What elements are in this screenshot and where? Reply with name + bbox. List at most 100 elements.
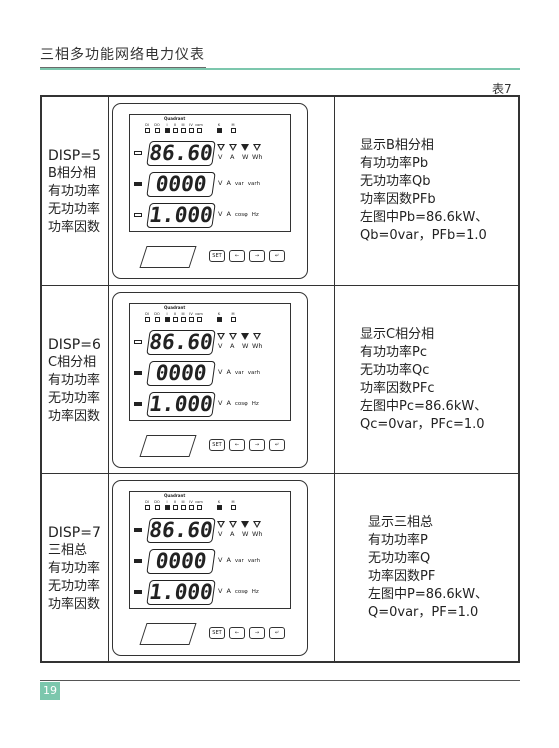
indicator-label: com: [195, 312, 203, 316]
indicator-label: M: [231, 123, 235, 127]
unit-label: V: [218, 210, 223, 218]
indicator-segment: [188, 505, 194, 510]
display-explanation-line: 有功功率P: [368, 533, 428, 548]
indicator: II: [170, 500, 180, 510]
unit-label: cosφ: [234, 589, 248, 595]
indicator-segment: [172, 128, 178, 133]
unit-label: W: [242, 342, 249, 350]
set-button: SET: [209, 627, 225, 639]
lcd-digits: 86.60: [146, 141, 216, 166]
indicator: IV: [186, 500, 196, 510]
triangle-marker-icon: [241, 333, 249, 340]
indicator-segment: [154, 317, 160, 322]
unit-label: A: [226, 210, 231, 218]
indicator-label: com: [195, 500, 203, 504]
unit-label: Wh: [252, 342, 263, 350]
indicator: DI: [142, 500, 152, 510]
mode-description-line: DISP=7: [48, 525, 101, 541]
unit-label: A: [230, 342, 235, 350]
mode-description-line: 有功功率: [48, 373, 101, 388]
display-explanation-line: 显示C相分相: [360, 327, 435, 342]
unit-label: Hz: [251, 589, 259, 595]
right-arrow-button: →: [249, 627, 265, 639]
quadrant-label: Quadrant: [164, 116, 186, 121]
unit-label: A: [226, 368, 231, 376]
indicator-segment: [230, 505, 236, 510]
indicator-label: K: [217, 312, 221, 316]
indicator: K: [214, 312, 224, 322]
column-divider: [334, 286, 335, 473]
display-explanation-line: 显示B相分相: [360, 138, 434, 153]
display-explanation-line: 无功功率Qb: [360, 174, 431, 189]
display-explanation-line: 显示三相总: [368, 515, 434, 530]
mode-description-line: C相分相: [48, 355, 97, 370]
line-selector-mark: [134, 213, 142, 217]
column-divider: [108, 286, 109, 473]
indicator-segment: [216, 505, 222, 510]
lcd-digits: 1.000: [146, 392, 216, 417]
indicator: com: [194, 123, 204, 133]
indicator-segment: [144, 317, 150, 322]
indicator: IV: [186, 123, 196, 133]
indicator: K: [214, 123, 224, 133]
line-selector-mark: [134, 402, 142, 406]
unit-label: varh: [247, 181, 261, 187]
unit-label: V: [218, 587, 223, 595]
indicator-segment: [180, 128, 186, 133]
unit-label: V: [218, 368, 223, 376]
unit-label: V: [218, 556, 223, 564]
unit-label: var: [234, 370, 244, 376]
indicator: com: [194, 500, 204, 510]
set-button: SET: [209, 439, 225, 451]
label-window: [139, 623, 197, 645]
triangle-marker-icon: [217, 144, 225, 151]
lcd-digits: 0000: [146, 172, 216, 197]
indicator-segment: [172, 505, 178, 510]
mode-description-line: DISP=5: [48, 148, 101, 164]
mode-description-line: 无功功率: [48, 202, 101, 217]
indicator-segment: [144, 128, 150, 133]
unit-label: V: [218, 342, 223, 350]
indicator: III: [178, 312, 188, 322]
indicator-label: II: [173, 123, 177, 127]
triangle-marker-icon: [253, 521, 261, 528]
unit-label: cosφ: [234, 401, 248, 407]
mode-description-line: 功率因数: [48, 409, 101, 424]
unit-label: Wh: [252, 530, 263, 538]
indicator-label: K: [217, 123, 221, 127]
lcd-digits: 0000: [146, 549, 216, 574]
indicator: I: [162, 500, 172, 510]
column-divider: [334, 474, 335, 661]
triangle-marker-icon: [217, 521, 225, 528]
quadrant-label: Quadrant: [164, 493, 186, 498]
column-divider: [108, 474, 109, 661]
quadrant-label: Quadrant: [164, 305, 186, 310]
unit-label: var: [234, 558, 244, 564]
indicator-segment: [180, 317, 186, 322]
indicator-label: II: [173, 500, 177, 504]
unit-label: V: [218, 399, 223, 407]
column-divider: [108, 97, 109, 285]
triangle-marker-icon: [253, 144, 261, 151]
line-selector-mark: [134, 151, 142, 155]
display-explanation-line: 功率因数PF: [368, 569, 436, 584]
indicator-label: IV: [189, 312, 193, 316]
